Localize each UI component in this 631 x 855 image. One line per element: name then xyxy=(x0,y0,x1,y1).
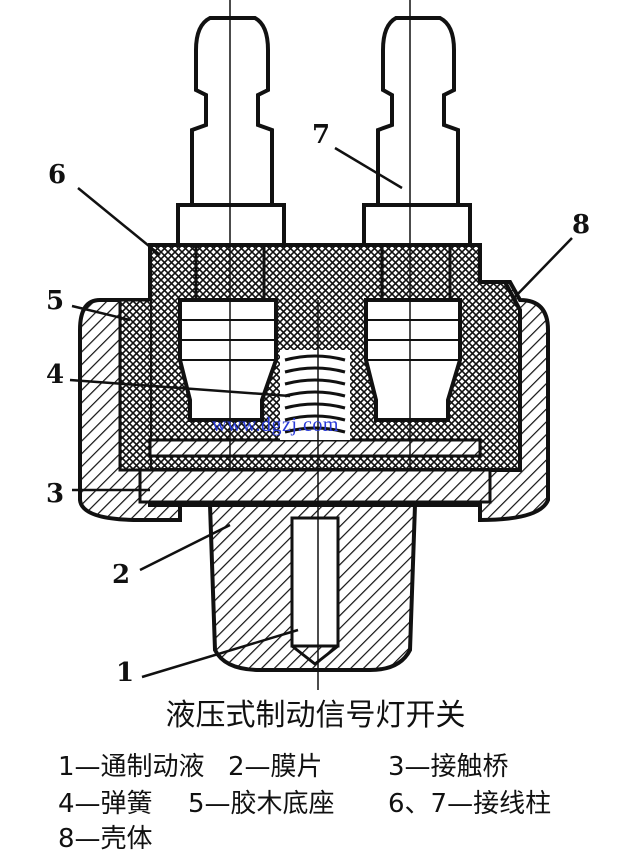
watermark-text: www.dgzj.com xyxy=(212,414,339,436)
contact-bridge xyxy=(148,438,482,458)
legend-row-2: 4—弹簧 5—胶木底座 6、7—接线柱 xyxy=(58,783,551,820)
legend-item: 6、7—接线柱 xyxy=(388,789,552,819)
switch-cross-section-diagram xyxy=(69,0,573,690)
callout-2: 2 xyxy=(112,560,131,590)
callout-7: 7 xyxy=(312,120,331,150)
callout-3: 3 xyxy=(46,479,65,509)
callout-6: 6 xyxy=(48,160,67,190)
legend-row-1: 1—通制动液 2—膜片 3—接触桥 xyxy=(58,746,509,783)
legend-item: 3—接触桥 xyxy=(388,752,509,782)
legend-row-3: 8—壳体 xyxy=(58,818,153,855)
spring xyxy=(280,350,350,440)
diaphragm xyxy=(138,468,492,504)
terminal-left xyxy=(176,16,286,422)
callout-8: 8 xyxy=(572,210,591,240)
legend-item: 4—弹簧 xyxy=(58,789,153,819)
fluid-channel xyxy=(290,516,340,648)
legend-item: 5—胶木底座 xyxy=(188,789,335,819)
legend-item: 8—壳体 xyxy=(58,824,153,854)
legend-item: 2—膜片 xyxy=(228,752,323,782)
callout-1: 1 xyxy=(116,658,135,688)
figure-caption: 液压式制动信号灯开关 xyxy=(165,698,466,733)
callout-5: 5 xyxy=(46,286,65,316)
callout-4: 4 xyxy=(46,360,65,390)
leader-lines xyxy=(69,146,573,679)
terminal-right xyxy=(362,16,472,422)
legend-item: 1—通制动液 xyxy=(58,752,205,782)
